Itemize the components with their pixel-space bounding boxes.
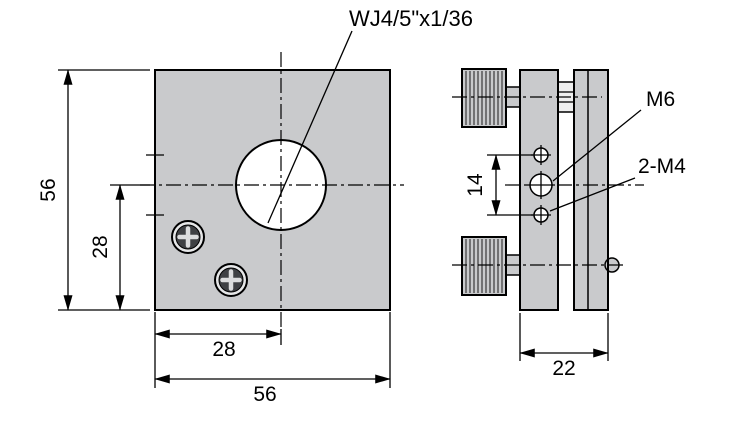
dim-label-22: 22 bbox=[552, 357, 575, 380]
phillips-screw-icon bbox=[214, 263, 248, 297]
m4-hole-bottom bbox=[531, 205, 551, 225]
thread-callout-leader bbox=[267, 30, 353, 224]
m6-hole bbox=[527, 171, 555, 199]
m4-leader bbox=[549, 177, 636, 212]
knurl-texture bbox=[465, 71, 503, 125]
thumbscrew-top bbox=[461, 68, 521, 128]
knurled-head bbox=[461, 68, 507, 128]
phillips-screw-icon bbox=[171, 220, 205, 254]
thumbscrew-bottom bbox=[461, 236, 521, 296]
m4-label: 2-M4 bbox=[638, 155, 686, 178]
side-plate-right bbox=[573, 69, 609, 311]
dim-label-56: 56 bbox=[253, 383, 276, 406]
dim-label-28: 28 bbox=[89, 235, 112, 258]
dim-hole-offset-x: 28 bbox=[154, 329, 282, 361]
m6-label: M6 bbox=[646, 88, 675, 111]
front-view: WJ4/5"x1/36 56 28 28 56 bbox=[37, 6, 473, 406]
dim-hole-offset-y: 28 bbox=[89, 184, 150, 311]
m6-leader bbox=[552, 109, 642, 182]
dim-front-height: 56 bbox=[37, 69, 150, 311]
m4-hole-top bbox=[531, 145, 551, 165]
dim-front-width: 56 bbox=[154, 312, 391, 406]
side-view: 14 M6 2-M4 22 bbox=[452, 68, 686, 380]
dim-label-56: 56 bbox=[37, 178, 60, 201]
dim-hole-spacing: 14 bbox=[464, 154, 533, 216]
knurl-texture bbox=[465, 239, 503, 293]
dim-label-14: 14 bbox=[464, 173, 487, 197]
knurled-head bbox=[461, 236, 507, 296]
dim-label-28: 28 bbox=[212, 338, 235, 361]
dim-thickness: 22 bbox=[519, 313, 609, 380]
thread-callout-label: WJ4/5"x1/36 bbox=[349, 6, 473, 31]
